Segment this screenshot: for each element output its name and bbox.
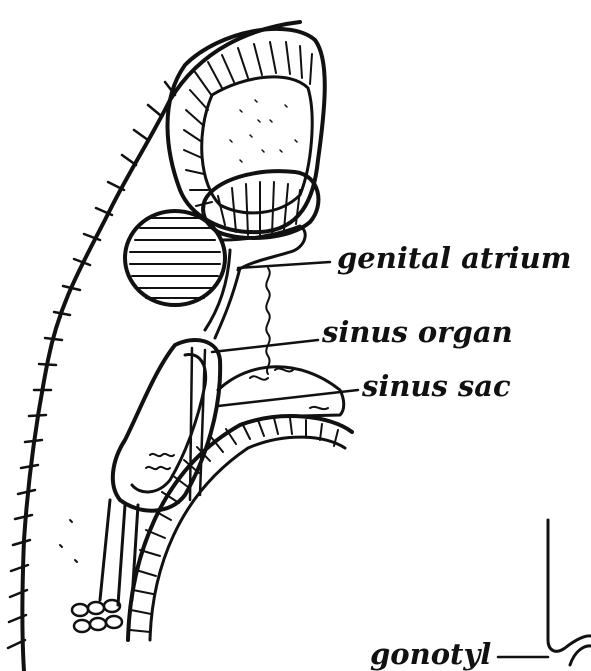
gonotyl-structure xyxy=(548,520,591,665)
leader-sinus-organ xyxy=(212,340,318,352)
label-gonotyl: gonotyl xyxy=(370,637,491,671)
label-genital-atrium: genital atrium xyxy=(337,241,571,275)
ventral-sucker xyxy=(128,416,352,640)
label-sinus-organ: sinus organ xyxy=(321,315,513,349)
leader-sinus-sac xyxy=(218,390,358,406)
pharynx-bulb xyxy=(125,211,225,305)
egg-cluster xyxy=(60,500,138,632)
sinus-sac-structure xyxy=(218,367,344,416)
label-sinus-sac: sinus sac xyxy=(361,369,511,403)
oral-sucker xyxy=(168,29,325,238)
